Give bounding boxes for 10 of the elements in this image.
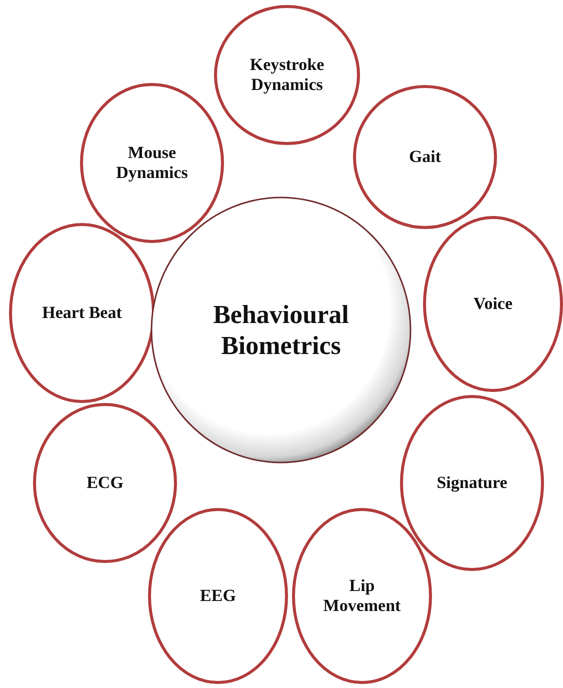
- node-label: Heart Beat: [42, 302, 122, 324]
- node-label: ECG: [86, 472, 124, 494]
- node-label: Voice: [473, 294, 513, 314]
- node-label: Keystroke Dynamics: [248, 54, 326, 96]
- node-label: EEG: [200, 586, 236, 606]
- center-label: Behavioural Biometrics: [212, 298, 350, 362]
- node-label: Mouse Dynamics: [115, 142, 189, 184]
- node-label: Gait: [408, 146, 442, 168]
- node-label: Lip Movement: [322, 576, 402, 616]
- node-label: Signature: [436, 472, 508, 494]
